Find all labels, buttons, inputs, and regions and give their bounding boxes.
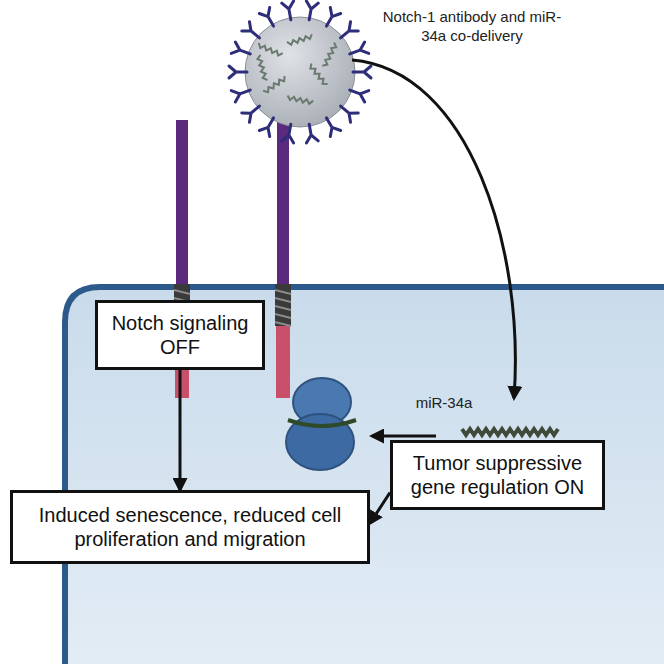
outcome-box: Induced senescence, reduced cell prolife… — [10, 490, 370, 564]
box-text: Induced senescence, reduced cell prolife… — [25, 503, 355, 551]
mirna-label: miR-34a — [408, 394, 480, 413]
process-box: Notch signaling OFF — [95, 300, 265, 370]
mirna-strand — [462, 429, 558, 435]
arrow-connector — [370, 493, 390, 524]
arrow-connector — [179, 370, 182, 490]
ribosome — [286, 378, 356, 470]
box-text: Notch signaling OFF — [110, 311, 250, 359]
process-box: Tumor suppressive gene regulation ON — [390, 440, 605, 510]
delivery-arrow — [352, 60, 515, 398]
box-text: Tumor suppressive gene regulation ON — [403, 451, 592, 499]
delivery-title: Notch-1 antibody and miR-34a co-delivery — [372, 8, 572, 46]
nanoparticle — [229, 1, 371, 143]
notch-receptor — [275, 120, 291, 398]
translation-arrow — [372, 435, 436, 438]
cell-membrane — [65, 287, 664, 664]
